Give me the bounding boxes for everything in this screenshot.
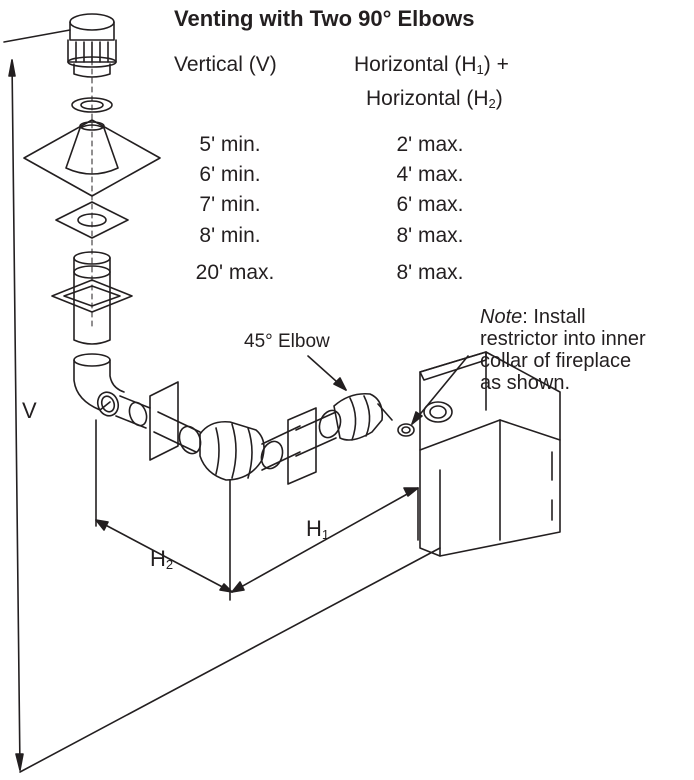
horizontal-value: 4' max. [396, 163, 464, 186]
horizontal-run-h2 [115, 381, 202, 461]
termination-cap [67, 13, 117, 78]
horizontal-column-header-line2: Horizontal (H2) [366, 87, 503, 111]
vertical-value: 5' min. [199, 133, 261, 156]
horizontal-value: 8' max. [396, 261, 464, 284]
elbow-90-middle [199, 420, 265, 481]
fireplace-unit [397, 351, 561, 557]
h1-dimension-line [229, 479, 419, 601]
h2-dimension-label: H2 [150, 546, 174, 572]
horizontal-run-h1 [260, 407, 342, 485]
horizontal-value: 2' max. [396, 133, 464, 156]
install-note: Note: Install restrictor into inner coll… [480, 306, 646, 394]
storm-collar [71, 97, 113, 113]
h2-dimension-line [95, 419, 233, 593]
vertical-value: 8' min. [199, 224, 261, 247]
vertical-pipe [51, 251, 133, 345]
ceiling-firestop [55, 201, 129, 239]
vertical-value: 6' min. [199, 163, 261, 186]
elbow45-label: 45° Elbow [244, 331, 330, 352]
horizontal-value: 6' max. [396, 193, 464, 216]
v-dimension-line [3, 29, 441, 773]
elbow-90-top [73, 353, 125, 417]
diagram-title: Venting with Two 90° Elbows [174, 6, 475, 31]
horizontal-column-header-line1: Horizontal (H1) + [354, 53, 509, 77]
note-leader [411, 355, 469, 425]
v-dimension-label: V [22, 398, 37, 423]
elbow-45 [333, 392, 393, 441]
vertical-value: 7' min. [199, 193, 261, 216]
h1-dimension-label: H1 [306, 516, 330, 542]
roof-flashing [23, 119, 161, 197]
horizontal-value: 8' max. [396, 224, 464, 247]
vertical-value: 20' max. [195, 261, 275, 284]
vertical-column-header: Vertical (V) [174, 53, 277, 76]
